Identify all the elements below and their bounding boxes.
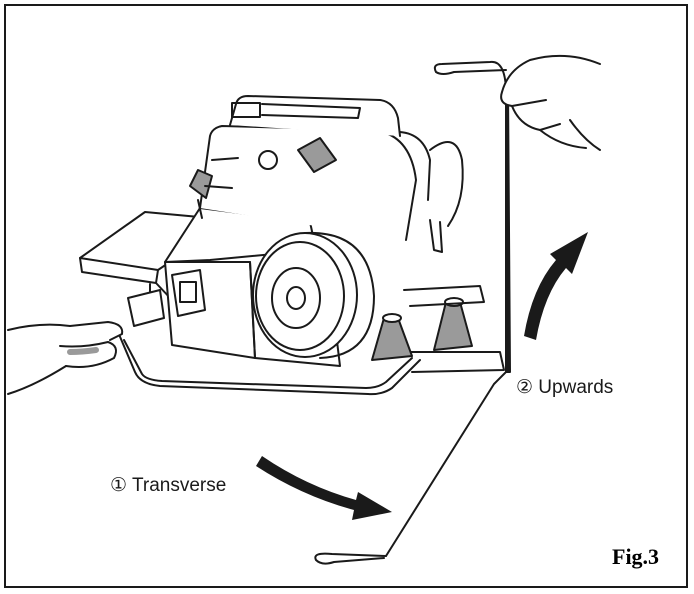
label-upwards: ② Upwards	[516, 377, 614, 398]
label-transverse: ① Transverse	[110, 475, 227, 496]
right-hand	[500, 54, 601, 151]
transverse-arrow	[256, 456, 392, 520]
handwheel	[252, 231, 375, 359]
upwards-arrow	[524, 232, 588, 340]
tension-knobs	[258, 137, 443, 253]
figure-frame	[4, 4, 688, 588]
power-socket	[127, 269, 206, 327]
machine-upper-housing	[199, 95, 464, 241]
spool-pins	[371, 285, 485, 361]
left-hand	[7, 321, 124, 395]
needle-assembly	[189, 169, 233, 219]
figure-number: Fig.3	[612, 544, 660, 569]
